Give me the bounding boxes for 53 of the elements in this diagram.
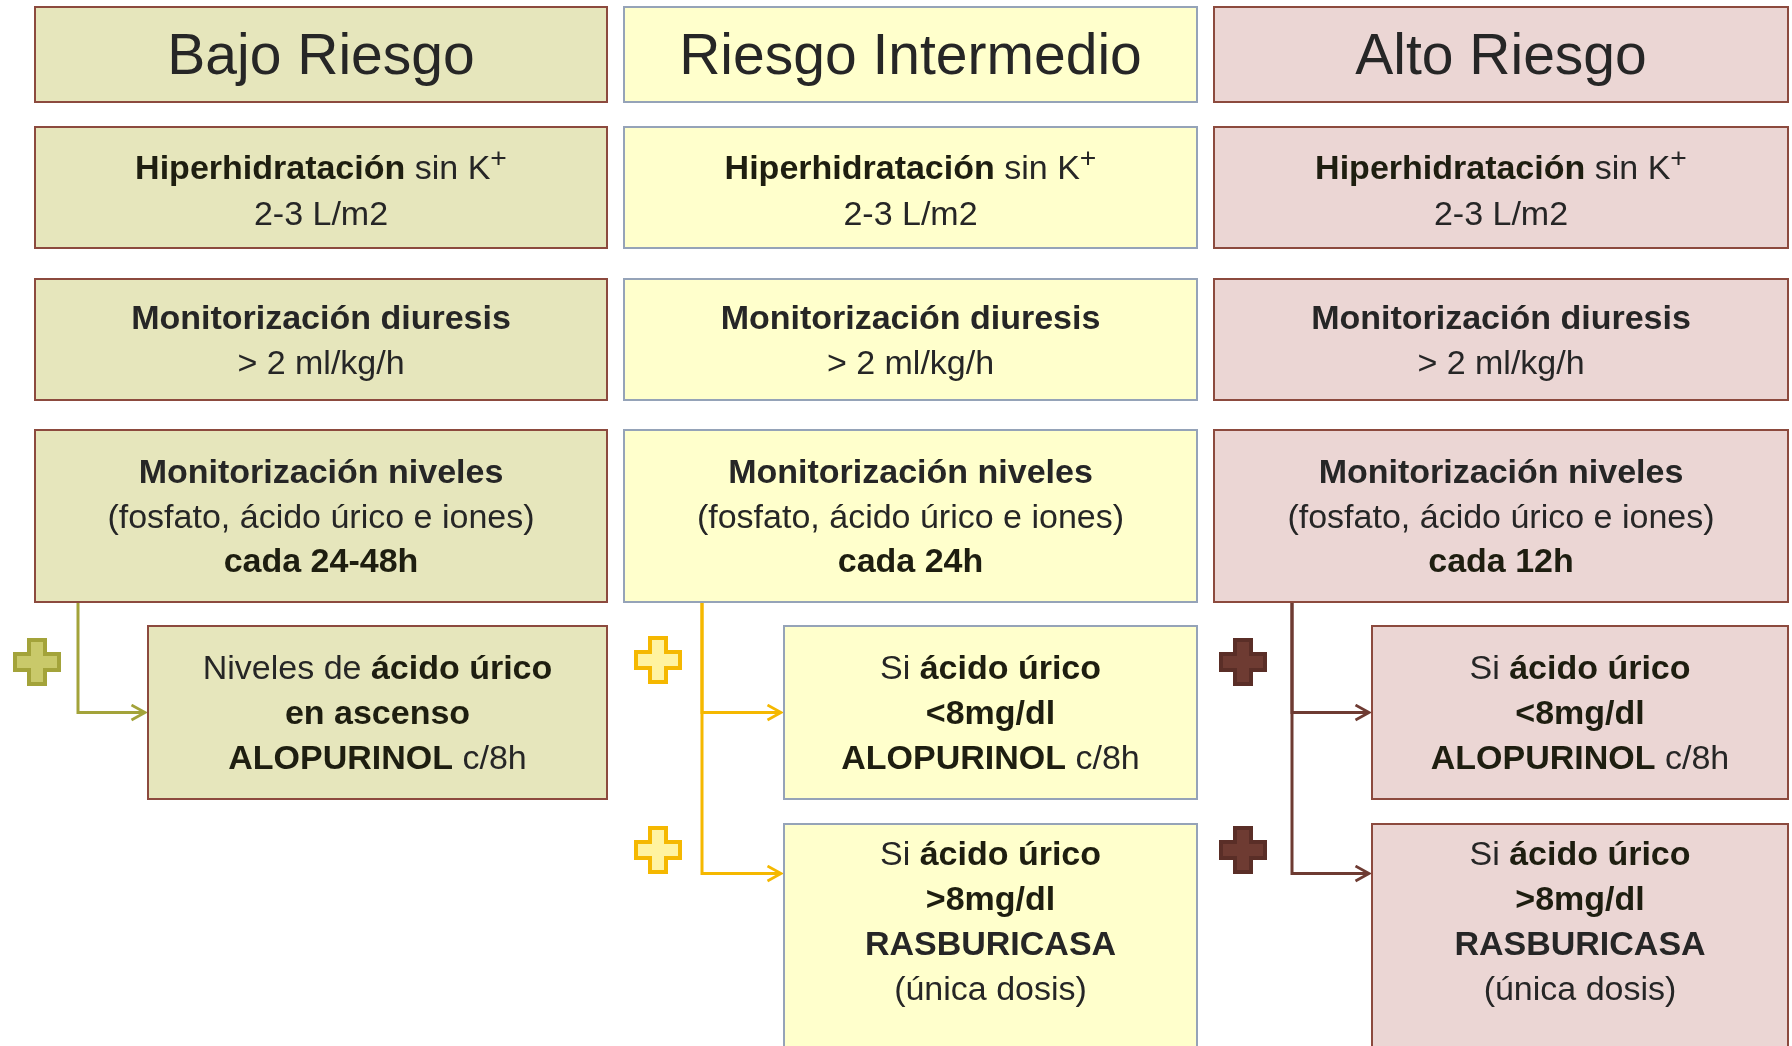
treatment-box [783, 625, 1198, 800]
box-title: Monitorización niveles [728, 450, 1093, 492]
box-text: ALOPURINOL c/8h [841, 736, 1140, 778]
step-box [1213, 126, 1789, 249]
box-text: > 2 ml/kg/h [1417, 341, 1585, 383]
box-text: 2-3 L/m2 [253, 192, 389, 234]
box-title: Si ácido úrico >8mg/dl [878, 833, 1103, 919]
step-box [623, 429, 1198, 603]
column-header [623, 6, 1198, 103]
connector-arrow [700, 603, 783, 883]
treatment-box [1371, 625, 1789, 800]
box-text: (fosfato, ácido úrico e iones) cada 24-48h [106, 495, 536, 582]
box-title: Si ácido úrico >8mg/dl [1468, 833, 1692, 919]
box-title: Monitorización diuresis [131, 296, 511, 338]
header-text: Bajo Riesgo [167, 23, 475, 86]
box-text: 2-3 L/m2 [843, 192, 978, 234]
box-text: ALOPURINOL c/8h [228, 736, 527, 778]
box-text: > 2 ml/kg/h [826, 341, 995, 383]
step-box [34, 429, 608, 603]
connector-arrow [76, 603, 147, 722]
box-title: Monitorización diuresis [1311, 296, 1691, 338]
step-box [623, 126, 1198, 249]
treatment-box [147, 625, 608, 800]
box-title: Niveles de ácido úrico en ascenso [201, 647, 554, 734]
box-title: Hiperhidratación sin K$^{+}$ [724, 140, 1097, 189]
box-text: (única dosis) [894, 967, 1087, 1009]
box-title: Monitorización niveles [138, 450, 504, 492]
box-title: Hiperhidratación sin K$^{+}$ [135, 140, 507, 189]
box-text: RASBURICASA [1454, 922, 1706, 964]
box-text: RASBURICASA [864, 922, 1117, 964]
box-text: > 2 ml/kg/h [237, 341, 405, 383]
box-title: Monitorización niveles [1318, 450, 1684, 492]
box-text: 2-3 L/m2 [1433, 192, 1569, 234]
header-text: Alto Riesgo [1355, 23, 1647, 86]
step-box [623, 278, 1198, 401]
column-header [1213, 6, 1789, 103]
box-title: Si ácido úrico <8mg/dl [1468, 647, 1692, 734]
treatment-box [783, 823, 1198, 1046]
box-text: (única dosis) [1483, 967, 1677, 1009]
connector-arrow [1290, 603, 1371, 883]
step-box [34, 126, 608, 249]
header-text: Riesgo Intermedio [679, 23, 1142, 86]
box-title: Hiperhidratación sin K$^{+}$ [1315, 140, 1687, 189]
step-box [1213, 278, 1789, 401]
box-text: (fosfato, ácido úrico e iones) cada 24h [695, 495, 1126, 582]
box-title: Si ácido úrico <8mg/dl [878, 647, 1103, 734]
box-text: ALOPURINOL c/8h [1430, 736, 1730, 778]
box-text: (fosfato, ácido úrico e iones) cada 12h [1286, 495, 1716, 582]
treatment-box [1371, 823, 1789, 1046]
box-title: Monitorización diuresis [720, 296, 1101, 338]
step-box [34, 278, 608, 401]
step-box [1213, 429, 1789, 603]
column-header [34, 6, 608, 103]
